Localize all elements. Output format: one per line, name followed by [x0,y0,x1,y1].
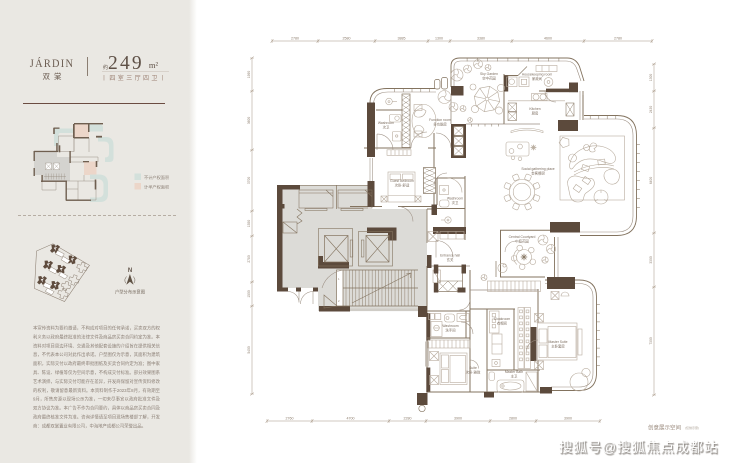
svg-text:N: N [128,268,132,274]
svg-text:会客餐厨: 会客餐厨 [531,171,545,176]
svg-text:厨房: 厨房 [532,111,539,116]
svg-text:3600: 3600 [247,117,251,125]
svg-text:3900: 3900 [454,416,462,420]
svg-text:主卧套房: 主卧套房 [551,344,565,349]
svg-text:中庭花园: 中庭花园 [515,239,529,244]
svg-text:(仅供示意): (仅供示意) [685,425,699,430]
svg-text:2780: 2780 [247,255,251,263]
svg-text:3900: 3900 [564,416,572,420]
svg-text:1300: 1300 [649,74,653,82]
svg-text:2780: 2780 [614,36,622,40]
svg-text:2430: 2430 [649,106,653,114]
svg-text:创意展示空间: 创意展示空间 [648,424,681,432]
svg-text:Cloakroom: Cloakroom [494,317,511,321]
svg-text:3700: 3700 [247,177,251,185]
svg-text:3300: 3300 [649,256,653,264]
svg-text:次卧·舒适: 次卧·舒适 [395,183,410,188]
svg-text:衣帽间: 衣帽间 [497,321,508,326]
svg-text:1550: 1550 [247,220,251,228]
svg-text:2: 2 [338,299,340,303]
svg-text:家政间: 家政间 [532,76,543,81]
svg-text:多功能房: 多功能房 [433,122,447,127]
svg-text:2280: 2280 [404,416,412,420]
svg-text:Washroom: Washroom [378,121,394,125]
svg-text:Central Courtyard: Central Courtyard [509,235,536,239]
svg-text:4700: 4700 [347,416,355,420]
svg-text:2780: 2780 [291,36,299,40]
svg-text:户型分布示意图: 户型分布示意图 [115,289,145,296]
svg-text:Function room: Function room [429,118,451,122]
svg-text:Master Bath: Master Bath [505,370,523,374]
svg-text:Guest Bedroom: Guest Bedroom [390,179,414,183]
svg-text:2580: 2580 [343,36,351,40]
svg-text:Washroom: Washroom [447,197,463,201]
svg-text:Sky Garden: Sky Garden [480,72,498,76]
svg-text:6400: 6400 [649,177,653,185]
svg-text:Kitchen: Kitchen [529,107,540,111]
svg-text:Housekeeping room: Housekeeping room [522,73,553,77]
svg-text:不计产权面积: 不计产权面积 [144,174,169,181]
svg-text:次卫: 次卫 [383,125,390,130]
svg-text:空中花园: 空中花园 [482,76,496,81]
svg-text:计半产权面积: 计半产权面积 [144,183,169,190]
svg-text:5400: 5400 [247,346,251,354]
svg-text:Suite: Suite [469,366,477,370]
svg-text:次卧·雅致: 次卧·雅致 [466,370,481,375]
svg-text:7300: 7300 [649,337,653,345]
svg-text:次卫: 次卫 [452,200,459,205]
svg-text:4600: 4600 [544,36,552,40]
svg-text:Entrance hall: Entrance hall [440,254,460,258]
svg-text:玄关: 玄关 [447,257,454,262]
svg-text:1300: 1300 [435,36,443,40]
svg-text:2800: 2800 [509,416,517,420]
svg-text:1500: 1500 [247,290,251,298]
svg-text:Washroom: Washroom [442,324,458,328]
svg-text:洗手间: 洗手间 [445,328,456,333]
svg-text:3380: 3380 [477,36,485,40]
svg-text:Master Suite: Master Suite [548,340,567,344]
svg-text:Social gathering place: Social gathering place [521,167,554,171]
svg-text:1990: 1990 [247,71,251,79]
svg-text:1: 1 [338,277,340,281]
svg-text:主卫: 主卫 [511,374,518,379]
svg-text:2760: 2760 [286,416,294,420]
svg-text:3885: 3885 [398,36,406,40]
